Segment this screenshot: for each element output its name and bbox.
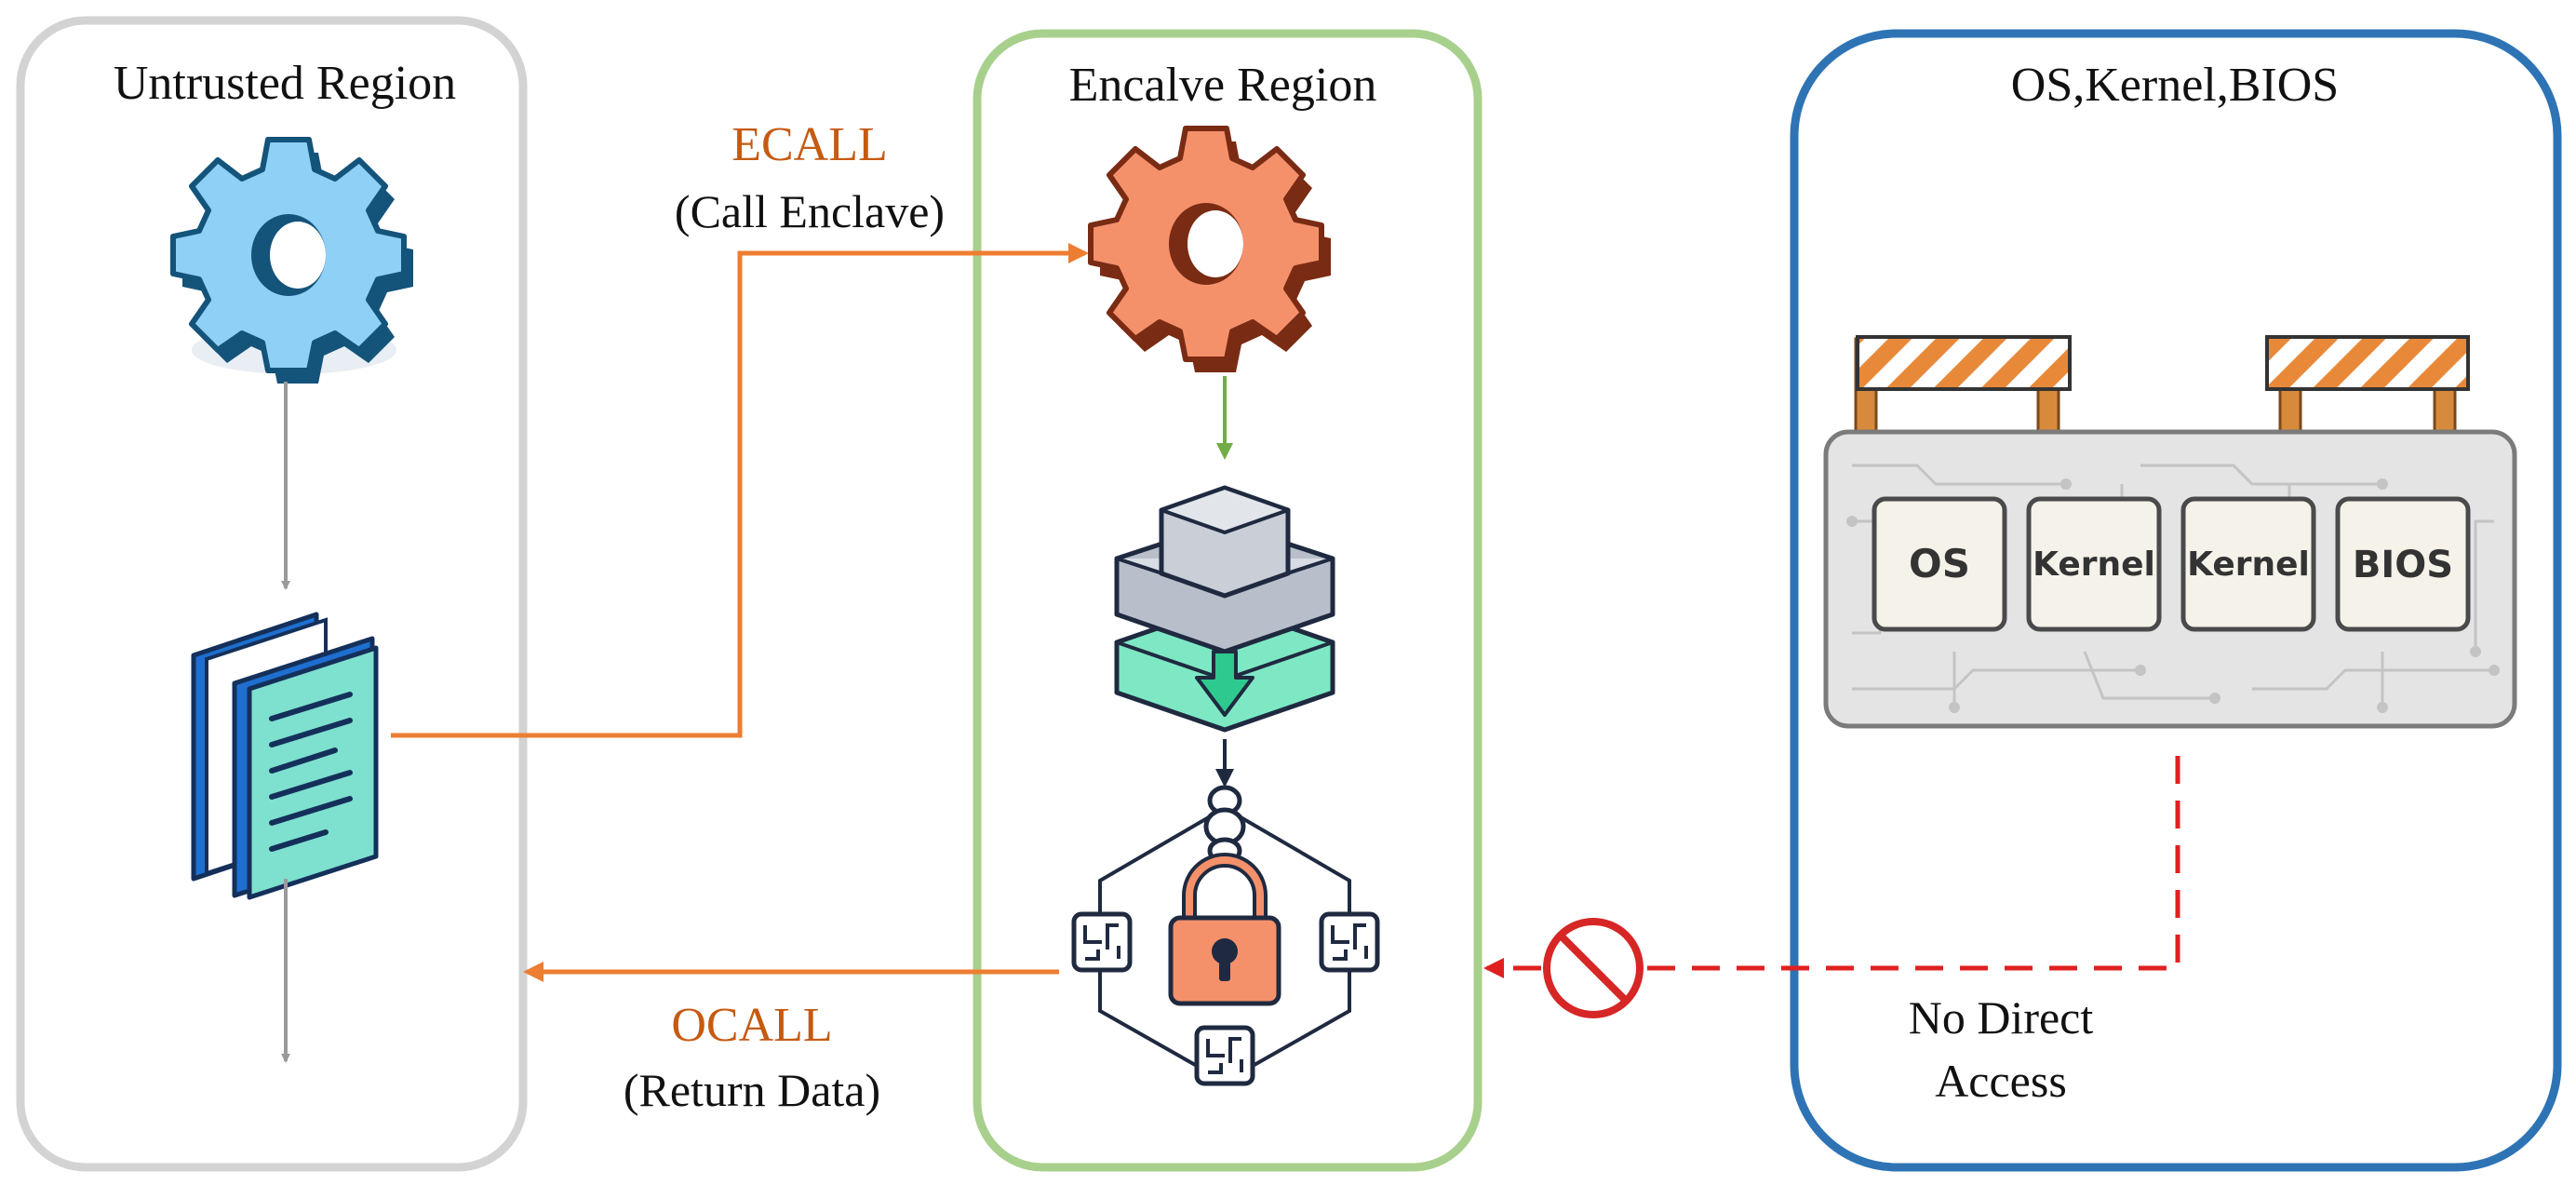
chip-bios-label: BIOS <box>2353 544 2453 586</box>
ecall-label: ECALL <box>731 118 888 171</box>
chip-kernel: Kernel <box>2026 496 2162 632</box>
document-stack-icon <box>191 612 379 900</box>
padlock-icon <box>1168 853 1281 1006</box>
chip-kernel-label: Kernel <box>2033 545 2155 584</box>
os-region-box <box>1790 29 2562 1172</box>
chip-os-label: OS <box>1909 541 1970 586</box>
enclave-region-box <box>973 29 1483 1172</box>
blocked-access-arrow <box>1483 756 2180 978</box>
padlock-network-icon <box>1071 785 1380 1086</box>
chip-os: OS <box>1872 496 2007 632</box>
circuit-node-left <box>1071 911 1133 973</box>
os-region-title: OS,Kernel,BIOS <box>2011 59 2339 112</box>
ocall-sublabel: (Return Data) <box>624 1064 880 1116</box>
no-direct-access-line1: No Direct <box>1909 991 2094 1044</box>
gear-icon <box>170 137 413 384</box>
chain-link-icon <box>1203 785 1246 865</box>
chip-kernel: Kernel <box>2180 496 2316 632</box>
chip-kernel-label: Kernel <box>2187 545 2310 584</box>
gear-icon <box>1088 126 1331 372</box>
untrusted-region-box <box>16 16 528 1172</box>
layer-stack-icon <box>1114 485 1335 733</box>
circuit-node-right <box>1319 911 1380 973</box>
enclave-region-title: Encalve Region <box>1069 59 1377 112</box>
ecall-sublabel: (Call Enclave) <box>675 185 945 237</box>
circuit-node-bottom <box>1194 1025 1255 1086</box>
no-direct-access-line2: Access <box>1935 1055 2067 1107</box>
ocall-label: OCALL <box>671 999 832 1052</box>
prohibited-icon <box>1543 918 1644 1018</box>
untrusted-region-title: Untrusted Region <box>114 57 456 110</box>
ecall-arrow <box>391 243 1089 738</box>
chip-bios: BIOS <box>2335 496 2471 632</box>
